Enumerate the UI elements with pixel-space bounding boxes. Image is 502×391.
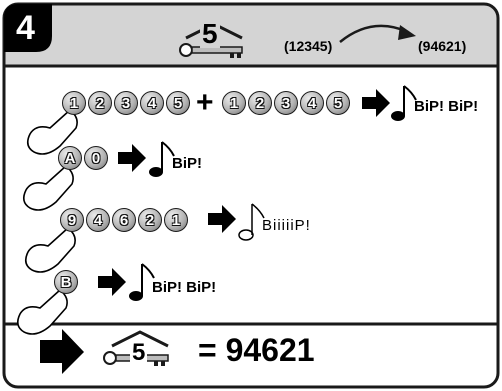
remote-button-3[interactable]: 3 bbox=[274, 91, 298, 115]
remote-button-b[interactable]: B bbox=[54, 270, 78, 294]
plus-sign: + bbox=[196, 86, 214, 119]
remote-button-4[interactable]: 4 bbox=[86, 208, 110, 232]
remote-button-5[interactable]: 5 bbox=[166, 91, 190, 115]
hand-pointer-icon bbox=[22, 164, 74, 211]
result-key-number: 5 bbox=[130, 339, 148, 366]
remote-button-6[interactable]: 6 bbox=[112, 208, 136, 232]
remote-button-a[interactable]: A bbox=[58, 146, 82, 170]
music-note-icon bbox=[129, 263, 155, 301]
beep-sound: BiP! bbox=[172, 155, 202, 172]
arrow-right-icon bbox=[40, 329, 84, 374]
remote-button-2[interactable]: 2 bbox=[88, 91, 112, 115]
music-note-icon bbox=[238, 203, 265, 241]
remote-button-5[interactable]: 5 bbox=[326, 91, 350, 115]
hand-pointer-icon bbox=[26, 108, 78, 155]
remote-button-9[interactable]: 9 bbox=[60, 208, 84, 232]
remote-button-0[interactable]: 0 bbox=[84, 146, 108, 170]
result-code: = 94621 bbox=[198, 332, 315, 368]
remote-button-3[interactable]: 3 bbox=[114, 91, 138, 115]
remote-button-2[interactable]: 2 bbox=[138, 208, 162, 232]
step-number: 4 bbox=[16, 9, 35, 47]
music-note-icon bbox=[149, 141, 175, 177]
beep-sound: BiP! BiP! bbox=[414, 98, 479, 115]
arrow-right-icon bbox=[118, 144, 146, 172]
arrow-right-icon bbox=[208, 205, 236, 233]
remote-button-1[interactable]: 1 bbox=[62, 91, 86, 115]
remote-button-4[interactable]: 4 bbox=[300, 91, 324, 115]
old-code: (12345) bbox=[284, 38, 333, 54]
remote-button-1[interactable]: 1 bbox=[164, 208, 188, 232]
long-beep-sound: BiiiiiP! bbox=[262, 217, 311, 234]
arrow-right-icon bbox=[98, 268, 126, 296]
new-code: (94621) bbox=[418, 38, 467, 54]
arrow-right-icon bbox=[362, 89, 390, 117]
beep-sound: BiP! BiP! bbox=[152, 279, 217, 296]
curved-arrow-icon bbox=[339, 24, 416, 43]
hand-pointer-icon bbox=[24, 226, 76, 273]
hand-pointer-icon bbox=[16, 288, 68, 335]
remote-button-1[interactable]: 1 bbox=[222, 91, 246, 115]
key-number: 5 bbox=[200, 18, 220, 49]
remote-button-4[interactable]: 4 bbox=[140, 91, 164, 115]
music-note-icon bbox=[391, 85, 417, 121]
remote-button-2[interactable]: 2 bbox=[248, 91, 272, 115]
